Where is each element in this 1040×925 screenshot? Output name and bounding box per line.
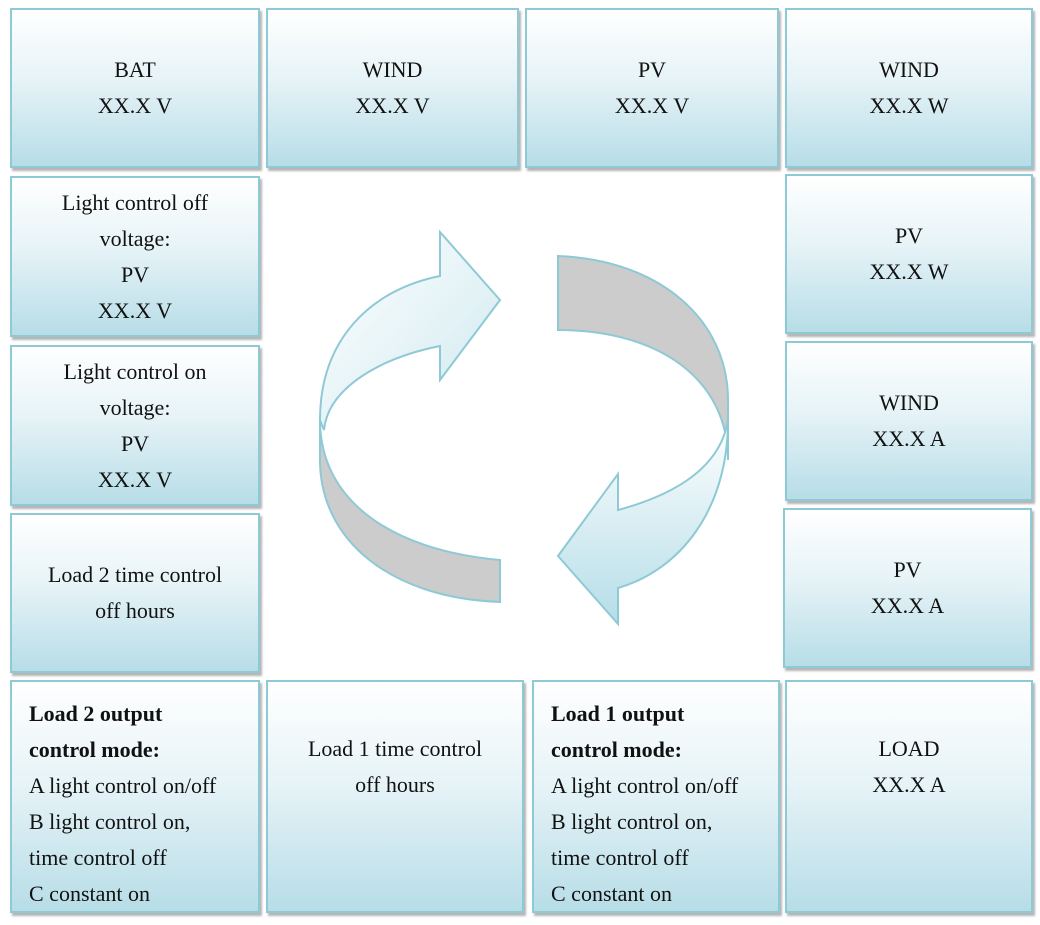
pv-current-value: XX.X A — [870, 593, 945, 618]
load1-mode-option-b-2: time control off — [551, 845, 689, 870]
bat-label: BAT — [114, 57, 156, 82]
pv-current-box: PV XX.X A — [783, 508, 1032, 668]
wind-power-label: WIND — [879, 57, 939, 82]
load2-mode-option-a: A light control on/off — [29, 773, 217, 798]
pv-voltage-label: PV — [637, 57, 667, 82]
load1-mode-option-b: B light control on, — [551, 809, 713, 834]
load1-mode-option-c: C constant on — [551, 881, 672, 906]
light-off-label: Light control off — [61, 189, 209, 215]
load2-mode-title: Load 2 output — [29, 701, 163, 726]
load1-mode-title-2: control mode: — [551, 737, 682, 762]
load2-mode-option-b-2: time control off — [29, 845, 167, 870]
load1-time-label: Load 1 time control — [307, 735, 483, 761]
light-off-value: XX.X V — [97, 297, 173, 323]
load-current-value: XX.X A — [872, 771, 946, 797]
light-control-on-box: Light control on voltage: PV XX.X V — [10, 345, 260, 506]
load1-mode-title: Load 1 output — [551, 701, 685, 726]
light-on-label-2: voltage: — [99, 394, 171, 420]
load-current-box: LOAD XX.X A — [785, 680, 1033, 913]
light-control-off-box: Light control off voltage: PV XX.X V — [10, 176, 260, 337]
wind-voltage-box: WIND XX.X V — [266, 8, 519, 168]
load2-mode-option-c: C constant on — [29, 881, 150, 906]
light-on-label: Light control on — [63, 358, 207, 384]
load2-time-label: Load 2 time control — [47, 562, 223, 587]
pv-power-box: PV XX.X W — [785, 174, 1033, 334]
load2-mode-title-2: control mode: — [29, 737, 160, 762]
load2-time-control-box: Load 2 time control off hours — [10, 513, 260, 673]
load2-output-mode-box: Load 2 output control mode: A light cont… — [10, 680, 260, 913]
load1-mode-option-a: A light control on/off — [551, 773, 739, 798]
pv-power-value: XX.X W — [869, 259, 949, 284]
bat-value: XX.X V — [97, 93, 173, 118]
lower-right-arrow — [556, 419, 729, 627]
pv-voltage-box: PV XX.X V — [525, 8, 779, 168]
wind-power-value: XX.X W — [869, 93, 949, 118]
wind-current-box: WIND XX.X A — [785, 341, 1033, 501]
bat-voltage-box: BAT XX.X V — [10, 8, 260, 168]
left-gray-band — [319, 419, 501, 604]
load2-mode-option-b: B light control on, — [29, 809, 191, 834]
load1-time-control-box: Load 1 time control off hours — [266, 680, 524, 913]
pv-voltage-value: XX.X V — [614, 93, 690, 118]
load-current-label: LOAD — [878, 735, 940, 761]
pv-current-label: PV — [893, 557, 922, 582]
load2-time-label-2: off hours — [95, 598, 175, 623]
light-off-source: PV — [120, 261, 150, 287]
wind-current-label: WIND — [879, 390, 939, 415]
light-off-label-2: voltage: — [99, 225, 171, 251]
load1-output-mode-box: Load 1 output control mode: A light cont… — [532, 680, 780, 913]
pv-power-label: PV — [894, 223, 924, 248]
wind-voltage-value: XX.X V — [355, 93, 430, 118]
upper-left-arrow — [318, 229, 502, 431]
light-on-source: PV — [120, 430, 150, 456]
wind-voltage-label: WIND — [362, 57, 423, 82]
wind-power-box: WIND XX.X W — [785, 8, 1033, 168]
wind-current-value: XX.X A — [872, 426, 946, 451]
load1-time-label-2: off hours — [355, 771, 435, 797]
light-on-value: XX.X V — [97, 466, 173, 492]
right-gray-band — [557, 254, 729, 461]
cycle-arrows-icon — [318, 229, 729, 627]
